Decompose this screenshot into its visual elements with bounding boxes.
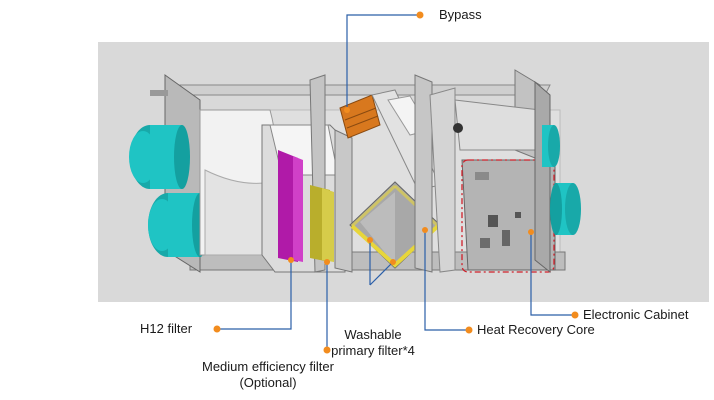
electronic-cabinet-label: Electronic Cabinet: [583, 307, 689, 322]
center-partition: [334, 129, 353, 273]
inlet-plenum: [199, 109, 281, 256]
exhaust-duct-connector: [542, 125, 560, 167]
h12-filter-body: [278, 150, 303, 262]
core-dot-anchor: [422, 227, 428, 233]
h12-filter-label: H12 filter: [140, 321, 193, 336]
medium-label-line1: Medium efficiency filter: [202, 359, 334, 374]
core-dot-label: [465, 326, 473, 334]
washable-leader-2: [369, 261, 394, 286]
washable-dot-anchor: [367, 237, 373, 243]
bypass-damper: [339, 94, 381, 139]
washable-dot-anchor-2: [390, 259, 396, 265]
medium-efficiency-filter-label: Medium efficiency filter (Optional): [192, 359, 344, 391]
bypass-label: Bypass: [439, 7, 482, 22]
fresh-air-duct-connector: [550, 183, 581, 235]
cabinet-leader: [530, 232, 575, 316]
medium-filter-body: [310, 185, 334, 262]
bypass-leader: [346, 14, 420, 110]
bypass-dot-anchor: [344, 107, 350, 113]
washable-label-line2: primary filter*4: [331, 343, 415, 358]
medium-dot-label: [323, 346, 331, 354]
bypass-dot-label: [416, 11, 424, 19]
return-duct-connector: [148, 193, 208, 257]
leader-lines: [217, 14, 575, 350]
leader-dots: [213, 11, 579, 354]
medium-dot-anchor: [324, 259, 330, 265]
right-end-plate: [534, 80, 551, 274]
cabinet-dot-label: [571, 311, 579, 319]
washable-label-line1: Washable: [344, 327, 402, 342]
supply-duct-connector: [129, 125, 190, 189]
core-leader: [424, 230, 469, 331]
h12-leader: [217, 260, 292, 330]
medium-label-line2: (Optional): [239, 375, 297, 390]
h12-dot-anchor: [288, 257, 294, 263]
cabinet-dot-anchor: [528, 229, 534, 235]
washable-primary-filter-label: Washable primary filter*4: [328, 327, 418, 359]
h12-dot-label: [213, 325, 221, 333]
heat-recovery-core-label: Heat Recovery Core: [477, 322, 595, 337]
electronic-cabinet-body: [453, 99, 556, 273]
